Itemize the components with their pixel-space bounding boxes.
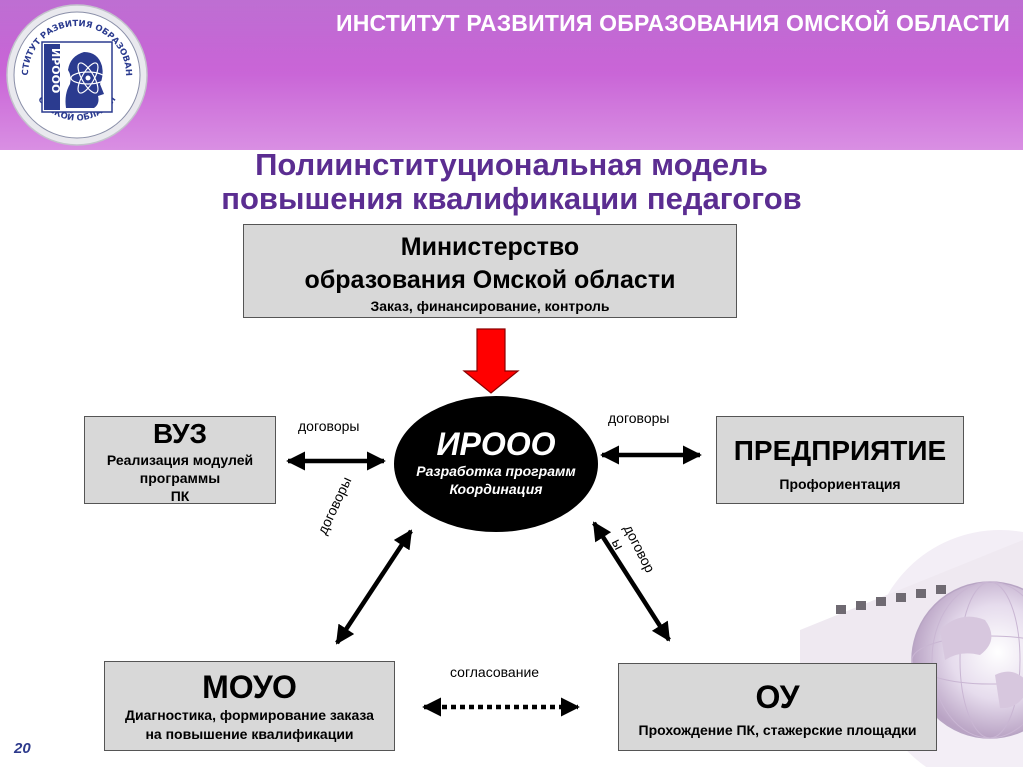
diagram-title: Полиинституциональная модель повышения к… bbox=[100, 148, 923, 216]
arrow-center-mouo bbox=[335, 529, 413, 645]
enterprise-name: ПРЕДПРИЯТИЕ bbox=[733, 435, 947, 466]
ministry-line-2: образования Омской области bbox=[304, 266, 676, 294]
label-agreement: согласование bbox=[450, 664, 540, 680]
logo-mark-text: ИРООО bbox=[49, 48, 62, 93]
center-line-1: Разработка программ bbox=[416, 463, 576, 479]
center-line-2: Координация bbox=[449, 481, 543, 497]
mouo-box: МОУО Диагностика, формирование заказа на… bbox=[104, 661, 395, 751]
ou-name: ОУ bbox=[755, 679, 800, 715]
center-ellipse: ИРООО Разработка программ Координация bbox=[394, 396, 598, 532]
mouo-name: МОУО bbox=[202, 669, 297, 705]
enterprise-box: ПРЕДПРИЯТИЕ Профориентация bbox=[716, 416, 964, 504]
header-shine bbox=[0, 0, 1023, 75]
page-number: 20 bbox=[14, 740, 31, 757]
center-name: ИРООО bbox=[436, 426, 556, 462]
institute-name: ИНСТИТУТ РАЗВИТИЯ ОБРАЗОВАНИЯ ОМСКОЙ ОБЛ… bbox=[336, 10, 1010, 36]
vuz-name: ВУЗ bbox=[152, 418, 208, 449]
vuz-line-2: программы bbox=[139, 470, 221, 486]
vuz-line-1: Реализация модулей bbox=[106, 452, 254, 468]
header-banner bbox=[0, 0, 1023, 150]
institute-logo: ИНСТИТУТ РАЗВИТИЯ ОБРАЗОВАНИЯ ОМСКОЙ ОБЛ… bbox=[6, 4, 148, 146]
ministry-line-1: Министерство bbox=[400, 233, 580, 261]
vuz-line-3: ПК bbox=[170, 488, 190, 504]
mouo-line-1: Диагностика, формирование заказа bbox=[125, 707, 374, 723]
arrow-center-ou bbox=[592, 521, 671, 642]
title-line-2: повышения квалификации педагогов bbox=[221, 181, 802, 216]
ou-sub: Прохождение ПК, стажерские площадки bbox=[638, 722, 917, 738]
mouo-line-2: на повышение квалификации bbox=[145, 726, 354, 742]
ou-box: ОУ Прохождение ПК, стажерские площадки bbox=[618, 663, 937, 751]
ministry-sub: Заказ, финансирование, контроль bbox=[370, 298, 610, 314]
ministry-box: Министерство образования Омской области … bbox=[243, 224, 737, 318]
label-contracts-left: договоры bbox=[298, 418, 360, 434]
title-line-1: Полиинституциональная модель bbox=[255, 147, 768, 182]
vuz-box: ВУЗ Реализация модулей программы ПК bbox=[84, 416, 276, 504]
down-arrow-ministry-to-center bbox=[462, 328, 520, 394]
label-contracts-right: договоры bbox=[608, 410, 670, 426]
enterprise-sub: Профориентация bbox=[779, 476, 901, 492]
